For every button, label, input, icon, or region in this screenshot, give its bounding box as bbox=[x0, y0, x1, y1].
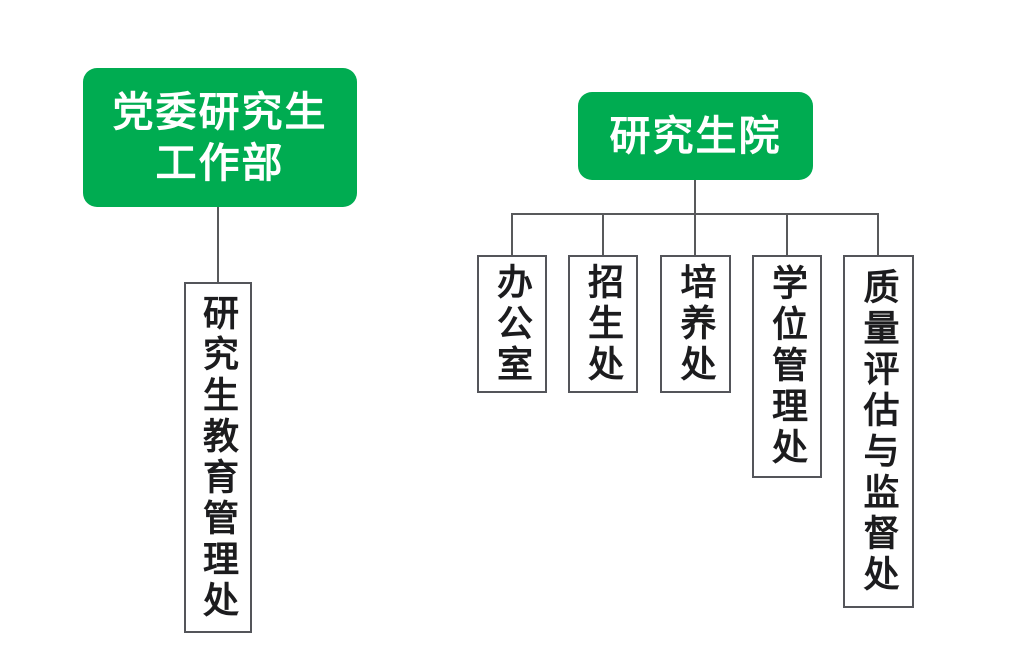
connector-right-root-stem bbox=[694, 180, 696, 256]
connector-right-bus bbox=[511, 213, 879, 215]
node-party-graduate-work-dept-line1: 党委研究生 bbox=[112, 89, 328, 136]
node-office-label: 办公室 bbox=[492, 262, 533, 386]
connector-drop-degree-management bbox=[786, 213, 788, 256]
connector-drop-office bbox=[511, 213, 513, 256]
node-party-graduate-work-dept-line2: 工作部 bbox=[155, 139, 285, 186]
node-graduate-education-management-office-label: 研究生教育管理处 bbox=[198, 293, 239, 622]
connector-left-root-to-child bbox=[217, 207, 219, 283]
node-quality-assessment-supervision-office: 质量评估与监督处 bbox=[843, 255, 914, 608]
connector-drop-admissions bbox=[602, 213, 604, 256]
node-admissions-office-label: 招生处 bbox=[583, 262, 624, 386]
node-training-office-label: 培养处 bbox=[675, 262, 717, 386]
node-degree-management-office: 学位管理处 bbox=[752, 255, 822, 478]
node-party-graduate-work-dept: 党委研究生 工作部 bbox=[83, 68, 357, 207]
node-training-office: 培养处 bbox=[660, 255, 731, 393]
connector-drop-quality bbox=[877, 213, 879, 256]
node-quality-assessment-supervision-office-label: 质量评估与监督处 bbox=[858, 267, 900, 596]
node-graduate-education-management-office: 研究生教育管理处 bbox=[184, 282, 252, 633]
node-admissions-office: 招生处 bbox=[568, 255, 638, 393]
node-graduate-school-label: 研究生院 bbox=[609, 112, 782, 159]
node-degree-management-office-label: 学位管理处 bbox=[767, 264, 808, 469]
node-office: 办公室 bbox=[477, 255, 547, 393]
node-graduate-school: 研究生院 bbox=[578, 92, 813, 180]
